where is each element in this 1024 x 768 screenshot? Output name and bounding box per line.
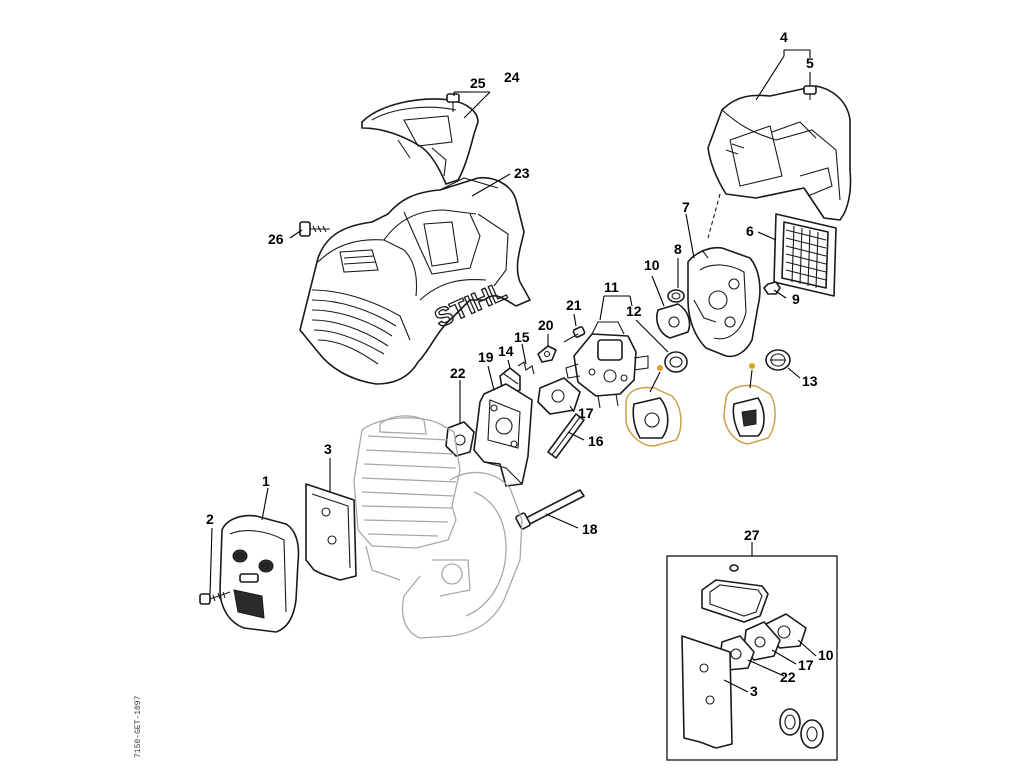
detail-bubble-right xyxy=(723,363,776,445)
callout-26: 26 xyxy=(268,231,284,247)
intake-flange xyxy=(473,383,533,487)
callout-1: 1 xyxy=(262,473,270,489)
kit-callout-17: 17 xyxy=(798,657,814,673)
callout-25: 25 xyxy=(470,75,486,91)
air-filter-cover xyxy=(707,85,852,221)
callout-5: 5 xyxy=(806,55,814,71)
impulse-hose xyxy=(547,413,585,459)
heat-shield xyxy=(305,483,357,581)
cap-screw xyxy=(446,93,460,112)
carburetor xyxy=(565,321,649,409)
flange-gasket xyxy=(445,421,475,457)
carb-plug xyxy=(664,351,688,373)
callout-4: 4 xyxy=(780,29,788,45)
callout-16: 16 xyxy=(588,433,604,449)
throttle-spring xyxy=(517,361,535,375)
filter-base-grommet xyxy=(667,289,685,303)
detail-bubble-left xyxy=(625,365,682,447)
drawing-code: 7150-GET-1097 xyxy=(134,695,143,758)
callout-2: 2 xyxy=(206,511,214,527)
callout-8: 8 xyxy=(674,241,682,257)
callout-19: 19 xyxy=(478,349,494,365)
carb-gasket xyxy=(537,377,581,415)
callout-labels: 25 24 23 26 4 5 6 7 8 9 10 11 12 13 14 1… xyxy=(206,29,834,699)
muffler-screw xyxy=(199,591,231,605)
long-bolt xyxy=(515,489,585,530)
bracket xyxy=(537,345,557,363)
callout-11: 11 xyxy=(604,279,619,295)
engine-block xyxy=(353,415,523,639)
callout-23: 23 xyxy=(514,165,530,181)
callout-22: 22 xyxy=(450,365,466,381)
callout-20: 20 xyxy=(538,317,554,333)
cover-screw xyxy=(803,85,817,100)
callout-7: 7 xyxy=(682,199,690,215)
callout-10: 10 xyxy=(644,257,660,273)
filter-base xyxy=(687,246,761,358)
callout-9: 9 xyxy=(792,291,800,307)
callout-3: 3 xyxy=(324,441,332,457)
callout-6: 6 xyxy=(746,223,754,239)
kit-callout-10: 10 xyxy=(818,647,834,663)
shroud-screw xyxy=(299,221,330,237)
carb-screw xyxy=(563,326,586,343)
callout-21: 21 xyxy=(566,297,582,313)
callout-15: 15 xyxy=(514,329,530,345)
callout-14: 14 xyxy=(498,343,514,359)
callout-12: 12 xyxy=(626,303,642,319)
callout-18: 18 xyxy=(582,521,598,537)
choke-knob xyxy=(765,349,791,371)
air-filter xyxy=(773,213,837,297)
engine-shroud: STIHL xyxy=(299,176,531,385)
kit-callout-3: 3 xyxy=(750,683,758,699)
callout-24: 24 xyxy=(504,69,520,85)
callout-17: 17 xyxy=(578,405,594,421)
kit-callout-22: 22 xyxy=(780,669,796,685)
muffler xyxy=(219,514,300,633)
filter-gasket xyxy=(655,303,691,339)
top-cover-cap xyxy=(361,98,479,185)
kit-callout-27: 27 xyxy=(744,527,760,543)
leader-lines xyxy=(209,49,817,693)
callout-13: 13 xyxy=(802,373,818,389)
